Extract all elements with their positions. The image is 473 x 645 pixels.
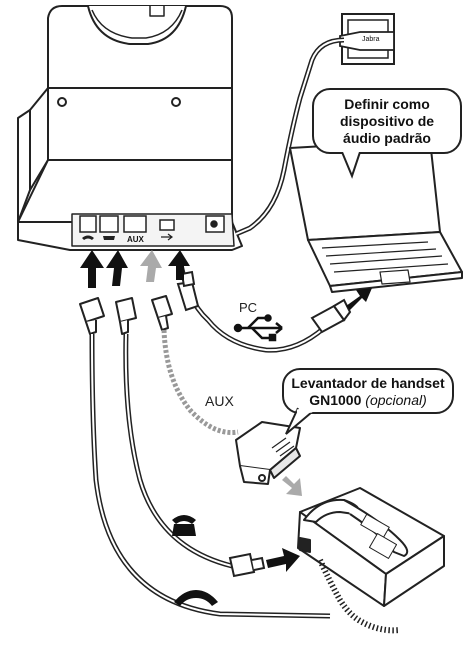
aux-port — [123, 215, 147, 233]
usb-icon — [233, 314, 283, 342]
brand-label: Jabra — [362, 36, 380, 43]
callout-pc-line3: áudio padrão — [343, 130, 431, 146]
desk-phone-icon — [172, 515, 196, 536]
rj-plugs — [79, 295, 173, 335]
deskphone-plug — [228, 552, 266, 578]
callout-lifter-model: GN1000 — [309, 392, 362, 408]
callout-lifter-optional: (opcional) — [365, 392, 427, 408]
callout-lifter-tail — [285, 407, 313, 435]
port-icons — [82, 233, 173, 241]
callout-pc-line1: Definir como — [344, 96, 430, 112]
callout-pc-default: Definir como dispositivo de áudio padrão — [312, 88, 462, 154]
arrow-aux — [140, 250, 162, 282]
aux-cable — [161, 329, 239, 436]
callout-lifter: Levantador de handset GN1000 (opcional) — [282, 368, 454, 414]
usb-port — [159, 219, 175, 231]
handset-port — [79, 215, 97, 233]
arrow-usb — [168, 250, 190, 280]
arrow-to-laptop — [346, 288, 372, 310]
desk-phone — [297, 487, 445, 607]
pc-label: PC — [239, 300, 257, 315]
callout-lifter-line1: Levantador de handset — [291, 375, 445, 391]
arrow-to-phone — [266, 548, 300, 572]
arrow-to-deskphone — [282, 476, 302, 496]
aux-label: AUX — [205, 393, 234, 409]
arrow-phone — [106, 250, 128, 286]
phone-port — [99, 215, 119, 233]
handset-icon — [174, 590, 218, 606]
base-station — [17, 5, 243, 251]
callout-lifter-line2: GN1000 (opcional) — [284, 392, 452, 409]
port-row — [79, 215, 225, 233]
handset-lifter — [235, 421, 301, 485]
callout-pc-tail — [341, 152, 361, 179]
port-arrows — [80, 250, 190, 288]
aux-port-label: AUX — [127, 235, 144, 244]
usb-plug-laptop — [310, 298, 352, 334]
callout-pc-line2: dispositivo de — [339, 113, 435, 129]
coiled-cord — [317, 558, 401, 634]
arrow-handset — [80, 250, 104, 288]
wall-socket — [339, 13, 395, 65]
usb-plug-base — [176, 270, 200, 312]
